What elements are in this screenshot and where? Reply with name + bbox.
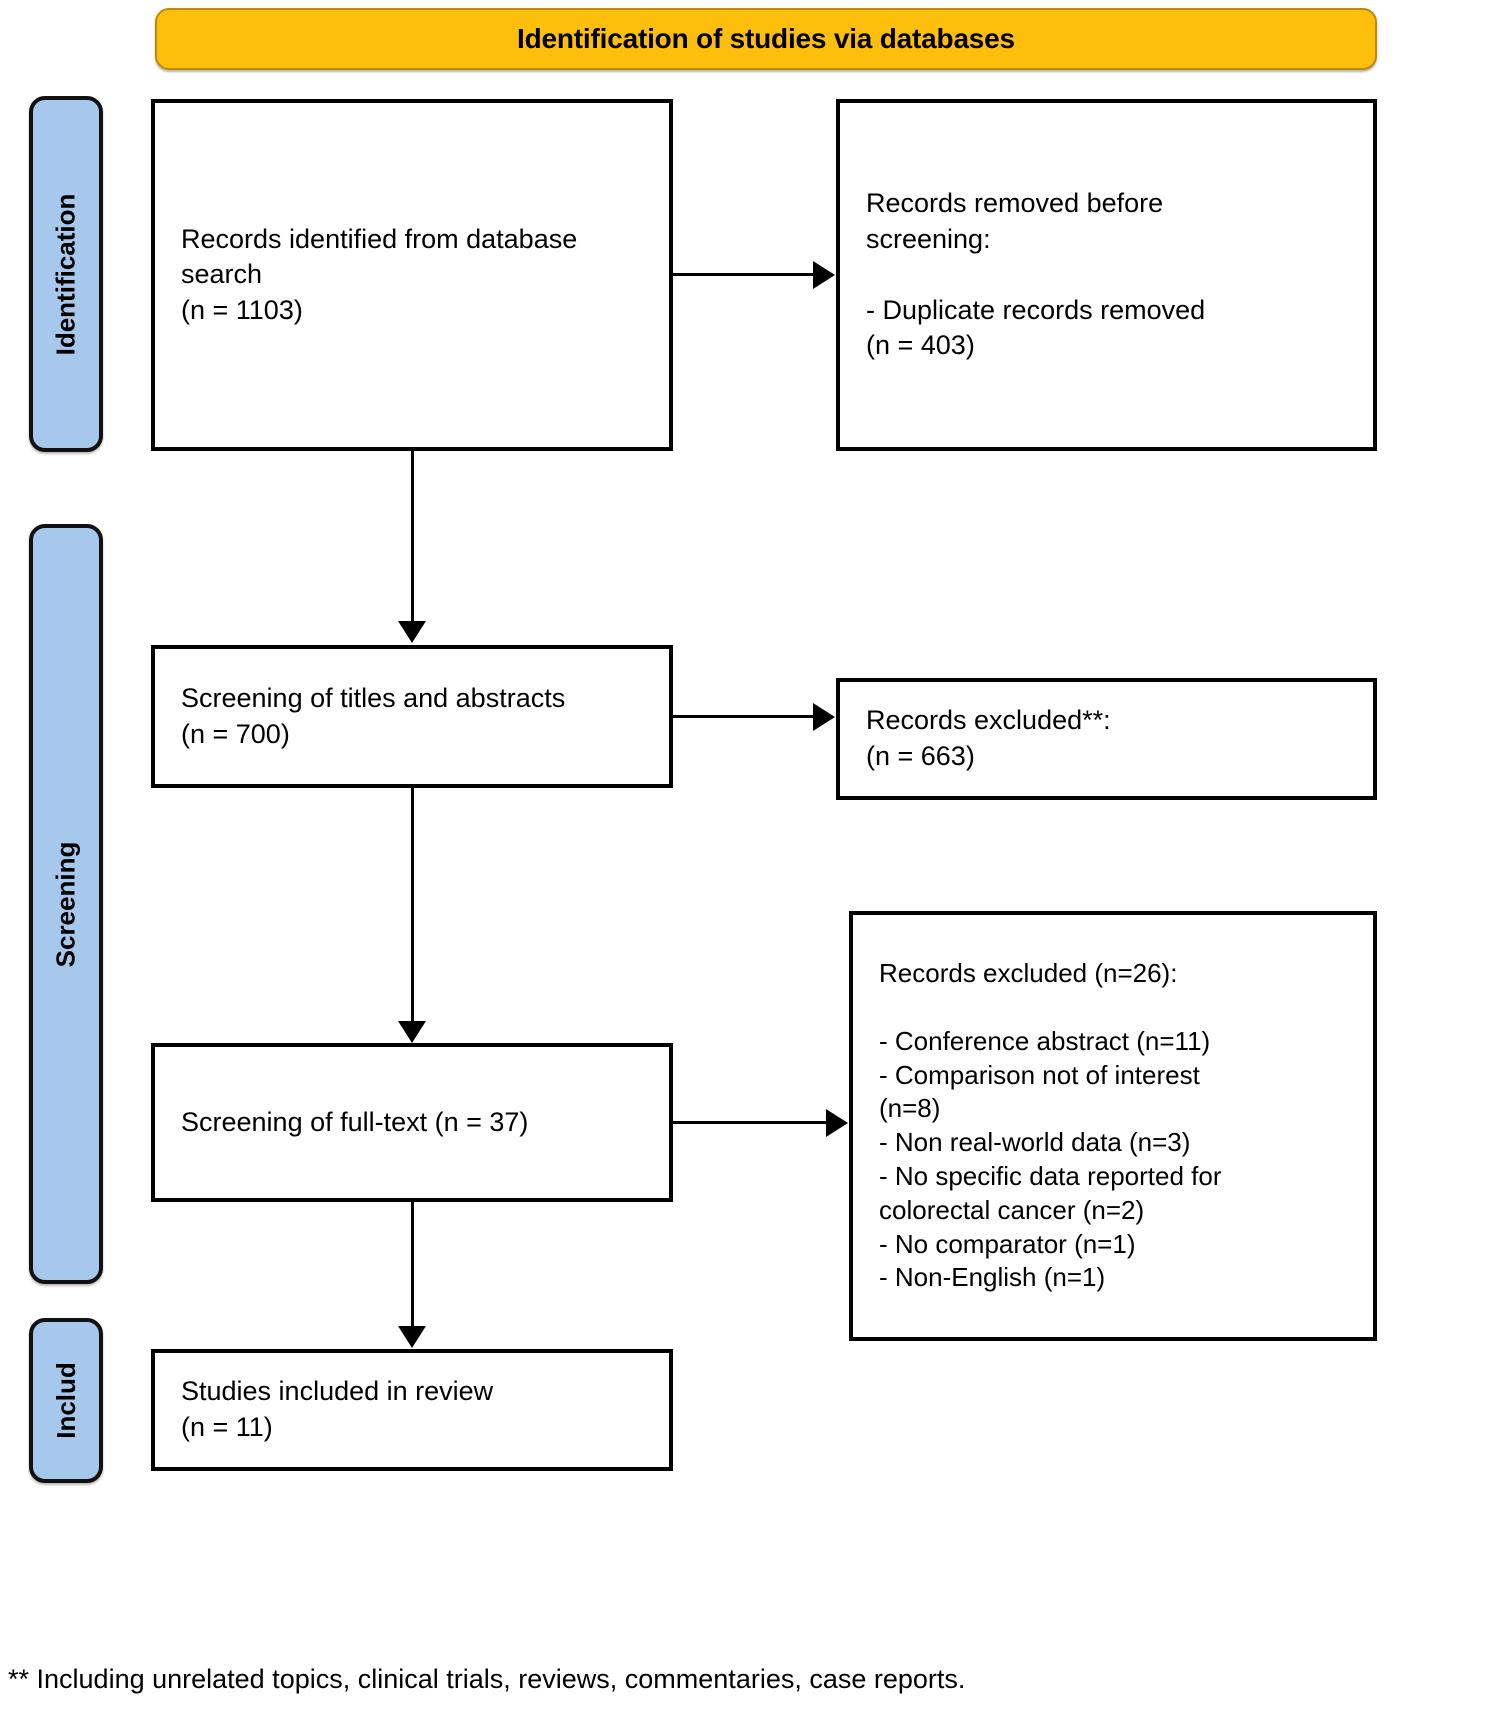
exclusion-reason: - No specific data reported for [879, 1161, 1222, 1192]
text-line: Screening of titles and abstracts [181, 682, 566, 713]
text-line: Studies included in review [181, 1376, 494, 1407]
phase-bar-screening: Screening [29, 524, 103, 1284]
exclusion-reason: - Non-English (n=1) [879, 1262, 1106, 1293]
phase-label-screening: Screening [50, 841, 81, 967]
connector-fulltext-to-included-line [411, 1202, 414, 1326]
box-records-identified: Records identified from database search … [151, 99, 673, 451]
box-records-removed-before-screening: Records removed before screening: - Dupl… [836, 99, 1377, 451]
box-records-removed-text: Records removed before screening: - Dupl… [840, 186, 1373, 364]
text-line: Screening of full-text (n = 37) [181, 1106, 529, 1137]
box-screening-titles-abstracts-text: Screening of titles and abstracts (n = 7… [155, 681, 669, 752]
connector-screening-to-excluded-line [673, 715, 813, 718]
box-studies-included: Studies included in review (n = 11) [151, 1349, 673, 1471]
exclusion-reason: - Conference abstract (n=11) [879, 1025, 1211, 1056]
box-screening-titles-abstracts: Screening of titles and abstracts (n = 7… [151, 645, 673, 788]
phase-bar-included: Includ [29, 1318, 103, 1483]
text-line: (n = 1103) [181, 294, 303, 325]
connector-screening-to-fulltext-line [411, 788, 414, 1021]
diagram-title: Identification of studies via databases [517, 23, 1015, 54]
box-screening-fulltext: Screening of full-text (n = 37) [151, 1043, 673, 1202]
exclusion-reason: (n=8) [879, 1093, 941, 1124]
box-studies-included-text: Studies included in review (n = 11) [155, 1374, 669, 1445]
text-line: - Duplicate records removed [866, 294, 1206, 325]
exclusion-reason: - Non real-world data (n=3) [879, 1127, 1191, 1158]
text-line: (n = 403) [866, 330, 975, 361]
phase-label-included: Includ [50, 1362, 81, 1439]
connector-screening-to-fulltext-arrow [398, 1021, 426, 1043]
phase-label-identification: Identification [50, 193, 81, 355]
connector-fulltext-to-included-arrow [398, 1326, 426, 1348]
connector-identified-to-screening-line [411, 451, 414, 621]
box-screening-fulltext-text: Screening of full-text (n = 37) [155, 1105, 669, 1141]
connector-identified-to-removed-arrow [813, 261, 835, 289]
box-records-excluded-ft-text: Records excluded (n=26): - Conference ab… [853, 957, 1373, 1295]
box-records-identified-text: Records identified from database search … [155, 222, 669, 329]
text-line: (n = 11) [181, 1412, 273, 1442]
text-line: Records excluded**: [866, 705, 1111, 736]
exclusion-heading: Records excluded (n=26): [879, 957, 1178, 988]
text-line: search [181, 259, 263, 290]
text-line: Records removed before [866, 187, 1164, 218]
connector-identified-to-removed-line [673, 273, 813, 276]
connector-screening-to-excluded-arrow [813, 703, 835, 731]
text-line: (n = 663) [866, 741, 975, 771]
footnote: ** Including unrelated topics, clinical … [8, 1664, 966, 1694]
phase-bar-identification: Identification [29, 96, 103, 452]
diagram-header-banner: Identification of studies via databases [155, 8, 1377, 70]
text-line: screening: [866, 223, 991, 254]
exclusion-reason: - No comparator (n=1) [879, 1228, 1136, 1259]
connector-fulltext-to-excluded-arrow [826, 1109, 848, 1137]
exclusion-reason: - Comparison not of interest [879, 1059, 1200, 1090]
connector-identified-to-screening-arrow [398, 621, 426, 643]
text-line: Records identified from database [181, 223, 578, 254]
exclusion-reason: colorectal cancer (n=2) [879, 1194, 1145, 1225]
box-records-excluded-titles-abstracts: Records excluded**: (n = 663) [836, 678, 1377, 800]
connector-fulltext-to-excluded-line [673, 1121, 826, 1124]
box-records-excluded-ta-text: Records excluded**: (n = 663) [840, 703, 1373, 774]
text-line: (n = 700) [181, 718, 290, 749]
box-records-excluded-fulltext: Records excluded (n=26): - Conference ab… [849, 911, 1377, 1341]
